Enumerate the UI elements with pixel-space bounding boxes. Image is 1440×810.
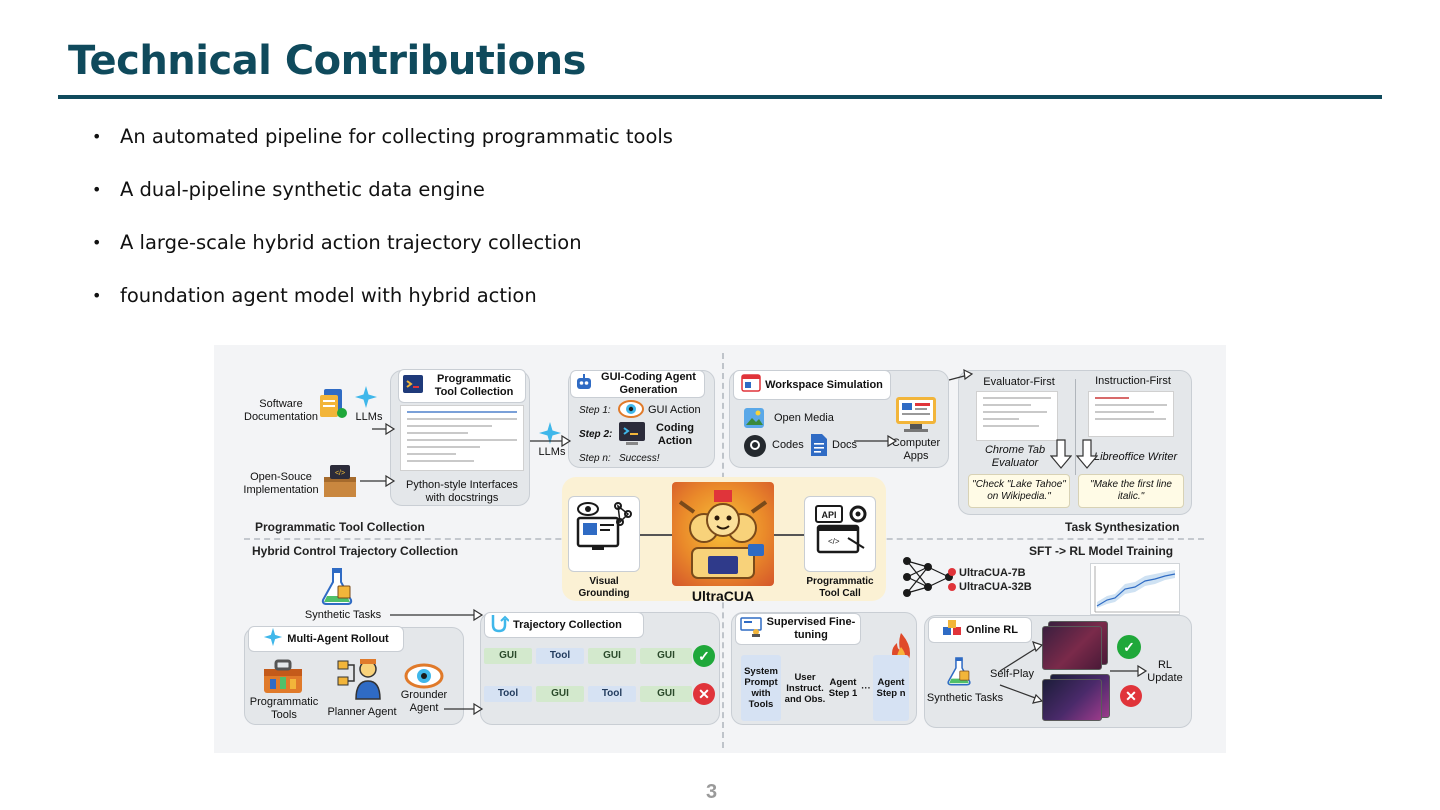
page-number: 3	[706, 781, 717, 804]
architecture-diagram: Software Documentation LLMs Open-Souce I…	[214, 345, 1226, 753]
bullet-item: •An automated pipeline for collecting pr…	[92, 124, 673, 177]
bullet-text: A dual-pipeline synthetic data engine	[120, 177, 485, 203]
bullet-item: •A large-scale hybrid action trajectory …	[92, 230, 673, 283]
bullet-item: •foundation agent model with hybrid acti…	[92, 283, 673, 336]
flow-arrows	[214, 345, 1226, 753]
bullet-text: A large-scale hybrid action trajectory c…	[120, 230, 582, 256]
arrow	[1000, 647, 1038, 671]
bullet-item: •A dual-pipeline synthetic data engine	[92, 177, 673, 230]
bullet-dot: •	[92, 283, 120, 309]
bullet-text: foundation agent model with hybrid actio…	[120, 283, 537, 309]
bullet-dot: •	[92, 230, 120, 256]
bullet-list: •An automated pipeline for collecting pr…	[92, 124, 673, 336]
slide-title: Technical Contributions	[68, 38, 586, 84]
title-divider	[58, 95, 1382, 99]
arrow	[1000, 685, 1038, 699]
bullet-dot: •	[92, 124, 120, 150]
bullet-text: An automated pipeline for collecting pro…	[120, 124, 673, 150]
bullet-dot: •	[92, 177, 120, 203]
